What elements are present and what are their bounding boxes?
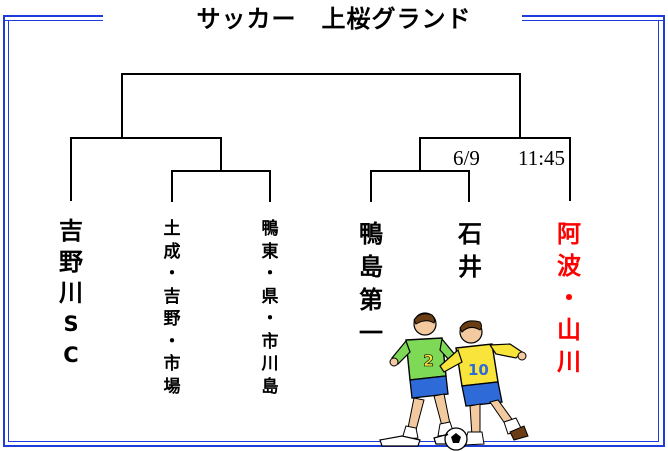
team-name-char: C [63, 343, 79, 367]
bracket-final-right-drop [519, 73, 521, 139]
frame-right-inner [658, 20, 659, 442]
team-name-char: 土 [163, 219, 181, 239]
team-name-char: 成 [163, 241, 181, 262]
team-name-char: 第 [359, 286, 383, 314]
team-name-char: 川 [557, 348, 581, 376]
team-name-char: 吉 [163, 286, 181, 307]
frame-left-inner [8, 20, 9, 442]
team-name-char: 山 [557, 316, 581, 344]
team-name-char: 鴨 [261, 219, 279, 239]
team-name-donari-yoshino-ichiba: 土 成 ・ 吉 野 ・ 市 場 [150, 218, 194, 398]
team-name-ishii: 石 井 [448, 218, 492, 284]
frame-top-left-outer [3, 15, 103, 17]
soccer-players-illustration: 2 10 [379, 312, 529, 451]
bracket-team1-drop [70, 137, 72, 201]
team-name-char: 波 [557, 252, 581, 280]
team-name-char: ・ [557, 284, 581, 312]
team-name-char: 石 [458, 220, 482, 248]
bracket-right-semi [419, 137, 571, 139]
bracket-team5-drop [468, 170, 470, 202]
team-name-char: 一 [359, 319, 383, 347]
team-name-char: ・ [261, 264, 279, 284]
bracket-team2-drop [171, 170, 173, 202]
bracket-team4-drop [370, 170, 372, 202]
frame-bottom-inner [8, 441, 659, 442]
team-name-char: 川 [59, 279, 83, 307]
team-name-char: 島 [359, 253, 383, 281]
svg-text:2: 2 [423, 351, 434, 370]
player-yellow-jersey: 10 [439, 320, 529, 446]
team-name-char: 島 [261, 376, 279, 397]
team-name-char: 吉 [59, 217, 83, 245]
bracket-left-semi [70, 137, 222, 139]
team-name-char: 鴨 [359, 220, 383, 248]
bracket-final-left-drop [121, 73, 123, 139]
frame-top-right-inner [522, 20, 665, 21]
team-name-char: 市 [261, 331, 279, 352]
team-name-char: 野 [163, 309, 181, 329]
frame-bottom [3, 445, 665, 447]
match-time: 11:45 [518, 146, 566, 170]
soccer-ball-icon [444, 427, 468, 451]
bracket-final-top [121, 73, 521, 75]
team-name-char: ・ [163, 331, 181, 352]
bracket-team3-drop [269, 170, 271, 202]
team-name-char: ・ [163, 264, 181, 284]
bracket-right-sub-drop [419, 137, 421, 171]
team-name-char: 市 [163, 354, 181, 374]
bracket-right-sub [370, 170, 470, 172]
team-name-char: S [63, 312, 79, 336]
bracket-team6-drop [569, 137, 571, 201]
team-name-char: ・ [261, 309, 279, 329]
team-name-char: 県 [261, 286, 279, 307]
svg-text:10: 10 [468, 361, 489, 379]
team-name-char: 東 [261, 241, 279, 262]
team-name-char: 井 [458, 253, 482, 281]
player-green-jersey: 2 [379, 312, 465, 447]
bracket-left-sub-drop [220, 137, 222, 171]
team-name-char: 阿 [557, 220, 581, 248]
team-name-yoshinogawa-sc: 吉 野 川 S C [49, 216, 93, 371]
frame-left [3, 15, 5, 447]
team-name-kamoto-ken-ichikawashima: 鴨 東 ・ 県 ・ 市 川 島 [248, 218, 292, 398]
frame-top-right-outer [522, 15, 665, 17]
page-title: サッカー 上桜グランド [196, 5, 472, 33]
team-name-char: 野 [59, 248, 83, 276]
frame-top-left-inner [3, 20, 103, 21]
team-name-char: 場 [163, 376, 181, 397]
team-name-kamojima-daiichi: 鴨 島 第 一 [349, 218, 393, 350]
team-name-awa-yamakawa: 阿 波 ・ 山 川 [547, 218, 591, 378]
team-name-char: 川 [261, 354, 279, 374]
bracket-left-sub [171, 170, 271, 172]
frame-right [663, 15, 665, 447]
match-date: 6/9 [453, 146, 480, 170]
